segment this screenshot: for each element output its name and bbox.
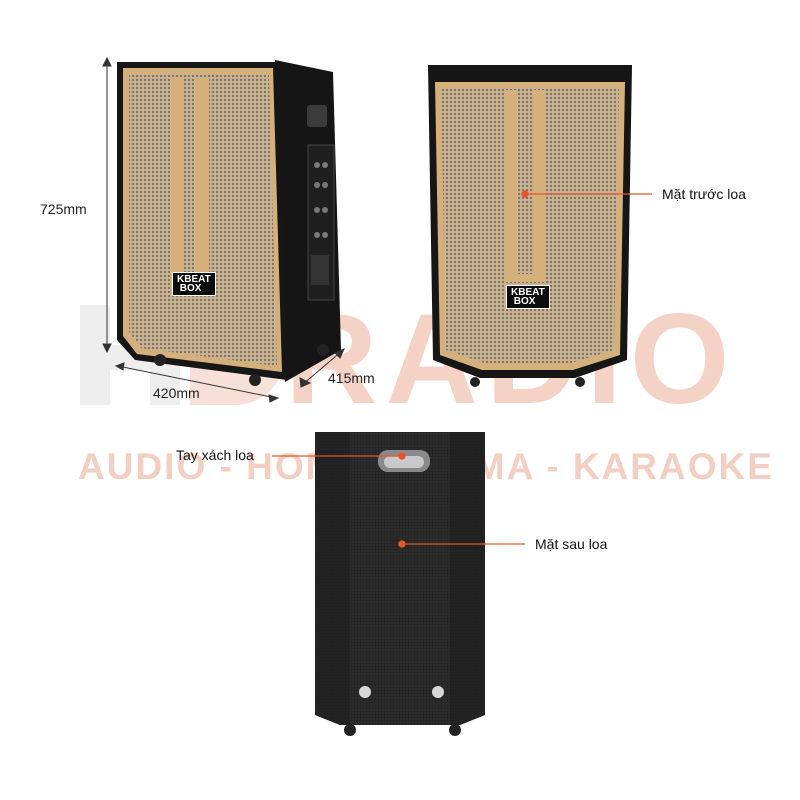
dimension-depth-label: 415mm	[328, 370, 375, 386]
logo-initial: K	[177, 274, 185, 285]
logo-line1: BEAT	[184, 274, 211, 285]
logo-line2: BOX	[179, 283, 202, 294]
logo-line2: BOX	[513, 296, 536, 307]
speaker-front-view	[428, 65, 632, 387]
dimension-width-label: 420mm	[153, 385, 200, 401]
callout-handle-label: Tay xách loa	[176, 447, 254, 463]
speaker-back-view	[315, 432, 485, 736]
beatbox-logo-front: KBEAT BOX	[506, 285, 550, 309]
logo-initial: K	[511, 287, 519, 298]
dimension-height-label: 725mm	[40, 201, 87, 217]
speaker-angled-view	[117, 60, 341, 386]
beatbox-logo: KBEAT BOX	[172, 272, 216, 296]
logo-line1: BEAT	[518, 287, 545, 298]
callout-back-label: Mặt sau loa	[535, 536, 608, 552]
callout-front-label: Mặt trước loa	[662, 186, 746, 202]
